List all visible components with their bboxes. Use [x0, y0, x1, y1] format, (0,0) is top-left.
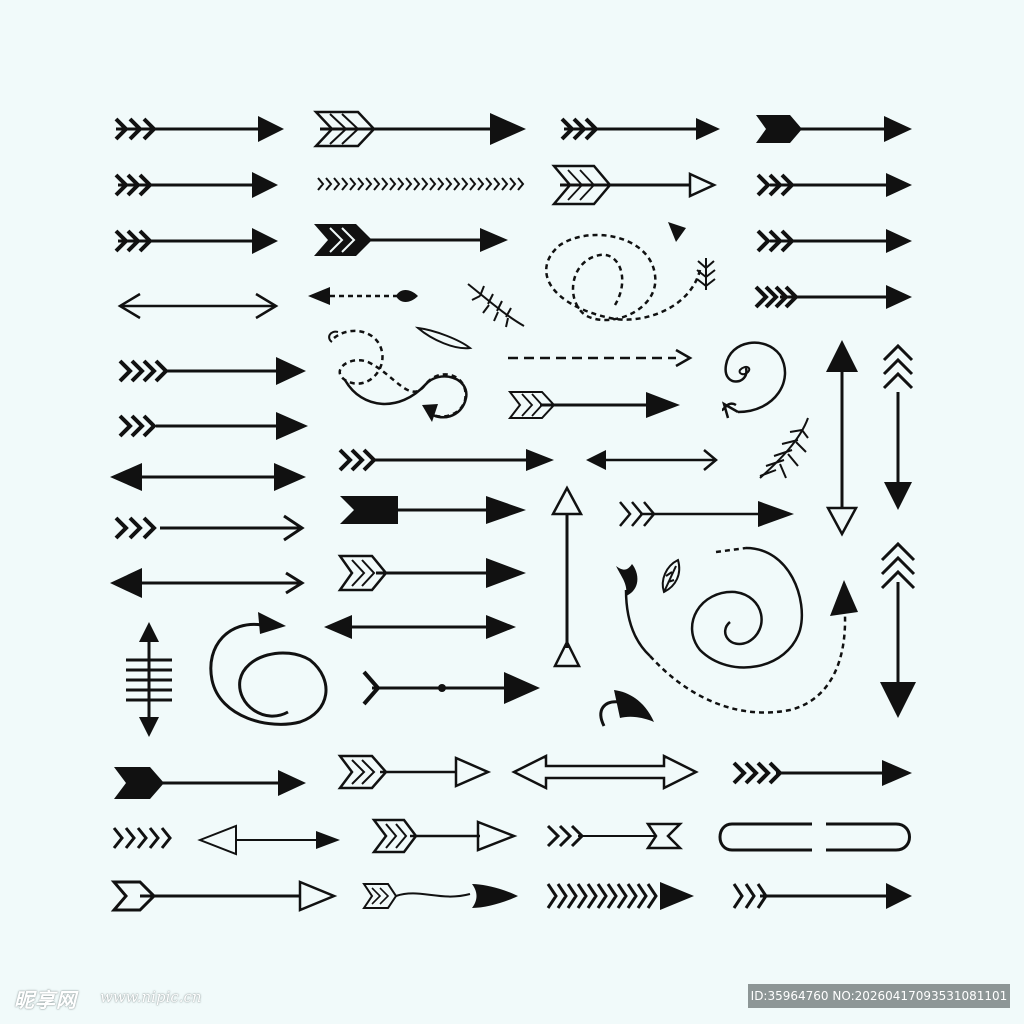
fishbone-arrow-icon: [126, 622, 172, 737]
arrow-right-feathered-icon: [114, 116, 284, 142]
arrow-right-chevron-tail-icon: [118, 412, 308, 440]
swirl-arrow-icon: [328, 329, 468, 422]
arrow-right-outlined-fletching-icon: [313, 110, 526, 148]
arrow-down-chevron-tail-icon: [880, 541, 916, 718]
arrow-right-chevron-tail-icon: [732, 760, 912, 786]
arrow-right-outlined-fletching-icon: [337, 754, 492, 790]
arrow-right-chevron-tail-icon: [546, 822, 684, 850]
arrow-right-open-head-icon: [551, 164, 718, 206]
arrow-double-headed-icon: [117, 292, 279, 320]
leaf-icon: [759, 417, 809, 479]
arrow-right-chevron-tail-icon: [114, 228, 278, 254]
arrow-right-solid-fletching-icon: [114, 767, 306, 799]
leaf-icon: [616, 564, 651, 657]
arrow-right-chevron-tail-icon: [732, 883, 912, 909]
leaf-icon: [696, 258, 716, 290]
arrow-right-chevron-tail-icon: [756, 173, 912, 197]
loop-dashed-arrow-icon: [545, 233, 702, 322]
arrow-right-outlined-fletching-icon: [507, 391, 680, 419]
arrow-double-headed-icon: [511, 753, 699, 791]
dashed-arrow-left-icon: [308, 287, 420, 305]
arrow-double-headed-icon: [586, 449, 718, 471]
arrow-up-outline-icon: [550, 485, 584, 668]
arrow-double-headed-icon: [110, 463, 306, 491]
curved-arrow-icon: [599, 690, 654, 727]
arrow-right-outlined-fletching-icon: [371, 818, 518, 854]
watermark-logo: 昵享网: [14, 988, 77, 1012]
watermark-id-bar: ID:35964760 NO:20260417093531081101: [748, 984, 1010, 1008]
arrow-double-headed-icon: [324, 615, 516, 639]
arrow-right-triple-chevron-icon: [560, 117, 720, 141]
arrow-vertical-icon: [825, 340, 859, 537]
chevron-chain-icon: [112, 827, 172, 849]
arrow-right-chevron-tail-icon: [619, 501, 794, 527]
loop-arrow-icon: [209, 622, 328, 726]
curl-arrow-icon: [721, 341, 787, 419]
arrow-head-icon: [258, 612, 286, 634]
watermark-site: www.nipic.cn: [100, 988, 202, 1006]
capsule-bracket-icon: [718, 822, 911, 852]
arrow-down-chevron-tail-icon: [882, 343, 914, 510]
leaf-icon: [661, 558, 681, 594]
arrow-right-outlined-fletching-icon: [337, 554, 526, 592]
arrow-right-feathered-icon: [362, 883, 518, 909]
arrow-right-chevron-tail-icon: [362, 670, 540, 706]
arrow-right-solid-fletching-icon: [314, 224, 508, 256]
leaf-icon: [414, 326, 473, 350]
arrow-right-chevron-tail-icon: [756, 229, 912, 253]
arrow-right-chevron-tail-icon: [754, 285, 912, 309]
arrow-head-icon: [830, 580, 858, 616]
arrow-right-chevron-tail-icon: [114, 514, 305, 542]
leaf-icon: [467, 283, 525, 328]
arrow-right-open-head-icon: [110, 880, 338, 912]
arrow-head-icon: [668, 222, 686, 242]
arrow-right-solid-fletching-icon: [756, 115, 912, 143]
arrow-right-open-head-icon: [197, 824, 340, 856]
dashed-arrow-right-icon: [508, 348, 693, 368]
chevron-chain-icon: [317, 177, 525, 191]
arrow-right-solid-fletching-icon: [340, 496, 526, 524]
arrow-right-chevron-tail-icon: [114, 172, 278, 198]
arrow-right-chevron-tail-icon: [546, 882, 694, 910]
arrow-right-chevron-tail-icon: [118, 357, 306, 385]
arrow-right-chevron-tail-icon: [338, 448, 554, 472]
spiral-dashed-arrow-icon: [649, 546, 847, 714]
arrow-double-headed-icon: [110, 568, 305, 598]
